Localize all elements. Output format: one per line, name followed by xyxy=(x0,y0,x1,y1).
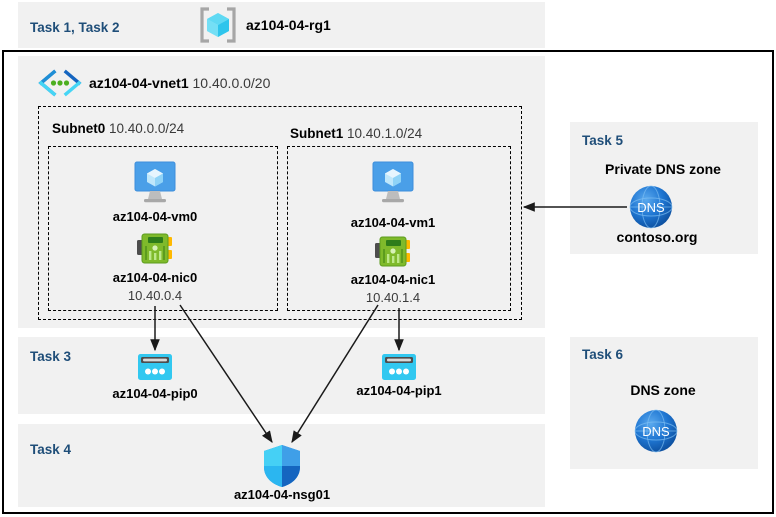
virtual-machine-icon xyxy=(131,160,179,204)
diagram-outer-border xyxy=(2,50,774,514)
vnet-panel xyxy=(18,56,545,328)
resource-group-name: az104-04-rg1 xyxy=(246,17,331,33)
vnet-name-and-cidr: az104-04-vnet1 10.40.0.0/20 xyxy=(89,75,270,91)
task-label-5: Task 5 xyxy=(582,133,624,148)
task-label-6: Task 6 xyxy=(582,347,624,362)
svg-text:DNS: DNS xyxy=(642,424,670,439)
public-ip-address-icon xyxy=(136,352,174,382)
network-interface-icon xyxy=(373,235,413,269)
nic1-ip: 10.40.1.4 xyxy=(365,290,421,305)
nic0-ip: 10.40.0.4 xyxy=(127,288,183,303)
dns-globe-icon: DNS xyxy=(633,408,679,454)
subnet0-cidr: 10.40.0.0/24 xyxy=(109,121,185,136)
dns-globe-icon: DNS xyxy=(628,184,674,230)
task-label-3: Task 3 xyxy=(30,349,72,364)
nic0-label: az104-04-nic0 xyxy=(112,270,198,285)
subnet0-box xyxy=(48,146,278,311)
subnet0-title: Subnet0 10.40.0.0/24 xyxy=(52,121,184,136)
private-dns-zone-name: contoso.org xyxy=(616,229,698,245)
pip1-label: az104-04-pip1 xyxy=(356,383,442,398)
subnet0-name: Subnet0 xyxy=(52,121,106,136)
task-label-1-2: Task 1, Task 2 xyxy=(30,20,120,35)
subnet1-cidr: 10.40.1.0/24 xyxy=(347,126,423,141)
network-interface-icon xyxy=(135,232,175,266)
task-label-4: Task 4 xyxy=(30,442,72,457)
virtual-machine-icon xyxy=(369,160,417,204)
nic1-label: az104-04-nic1 xyxy=(350,272,436,287)
private-dns-zone-title: Private DNS zone xyxy=(605,161,721,177)
virtual-network-icon xyxy=(36,69,84,97)
nsg-label: az104-04-nsg01 xyxy=(233,487,331,502)
vm0-label: az104-04-vm0 xyxy=(112,209,198,224)
dns-zone-title: DNS zone xyxy=(630,382,696,398)
resource-group-header-panel xyxy=(18,2,545,48)
network-security-group-shield-icon xyxy=(261,443,303,489)
subnet1-title: Subnet1 10.40.1.0/24 xyxy=(290,126,422,141)
svg-text:DNS: DNS xyxy=(637,200,665,215)
pip0-label: az104-04-pip0 xyxy=(112,386,198,401)
public-ip-address-icon xyxy=(380,352,418,382)
vnet-name: az104-04-vnet1 xyxy=(89,75,189,91)
subnets-container xyxy=(38,106,522,320)
resource-group-cube-icon xyxy=(199,7,237,43)
private-dns-zone-panel xyxy=(570,122,758,254)
vnet-cidr: 10.40.0.0/20 xyxy=(192,75,271,91)
vm1-label: az104-04-vm1 xyxy=(350,215,436,230)
subnet1-name: Subnet1 xyxy=(290,126,344,141)
public-ip-panel xyxy=(18,337,545,414)
